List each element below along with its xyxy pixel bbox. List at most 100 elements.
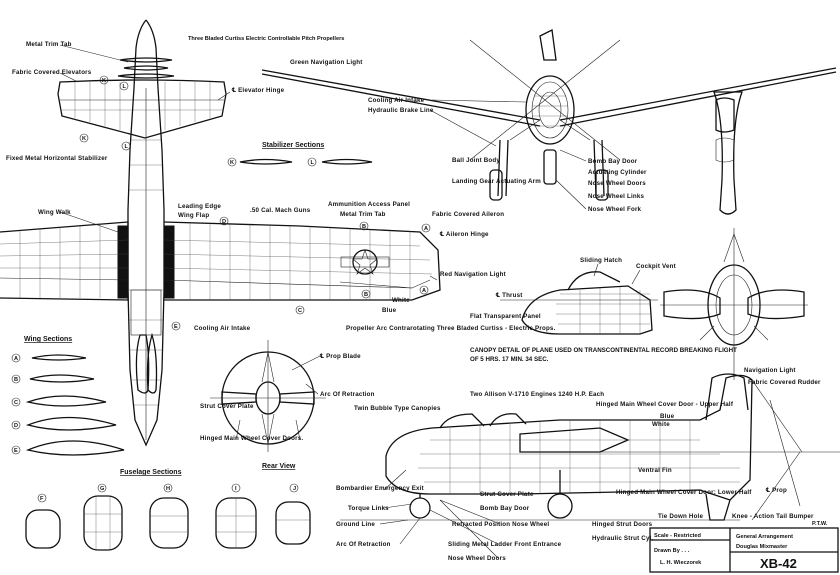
label-prop-arc: Propeller Arc Contrarotating Three Blade… — [346, 325, 556, 332]
title-initials: P.T.W. — [812, 521, 828, 527]
label-aileron-hinge: ℄ Aileron Hinge — [439, 231, 489, 238]
label-elevator-hinge: ℄ Elevator Hinge — [231, 87, 285, 94]
label-allison: Two Allison V-1710 Engines 1240 H.P. Eac… — [470, 391, 604, 398]
fuselage-section-i: I — [215, 483, 257, 549]
wing-key-c: C — [14, 400, 18, 406]
canopy-detail-caption-box: Canopy Detail Of Plane Used On Transcont… — [470, 347, 737, 363]
stabilizer-sections-title: Stabilizer Sections — [262, 142, 324, 149]
callout-l-lower: L — [125, 144, 129, 150]
label-white: White — [392, 297, 410, 304]
fus-key-f: F — [40, 496, 44, 502]
label-retracted-position: Retracted Position Nose Wheel — [452, 521, 549, 528]
label-torque-links: Torque Links — [348, 505, 389, 512]
label-ventral-fin: Ventral Fin — [638, 467, 672, 474]
label-hydraulic-brake: Hydraulic Brake Line — [368, 107, 434, 114]
label-arc-retraction-side: Arc Of Retraction — [336, 541, 391, 548]
fuselage-section-j: J — [275, 483, 311, 545]
label-knee-action: Knee - Action Tail Bumper — [732, 513, 814, 520]
label-metal-trim-tab-top: Metal Trim Tab — [26, 41, 72, 48]
label-props-top-text: Three Bladed Curtiss Electric Controllab… — [188, 36, 344, 42]
fuselage-section-f: F — [25, 493, 61, 549]
wing-key-a: A — [14, 356, 18, 362]
label-leading-edge: Leading Edge — [178, 203, 221, 210]
label-landing-gear-arm: Landing Gear Actuating Arm — [452, 178, 541, 185]
fuselage-sections: Fuselage Sections F G H I J — [25, 469, 311, 551]
label-prop-blade: ℄ Prop Blade — [319, 353, 361, 360]
label-cockpit-vent: Cockpit Vent — [636, 263, 676, 270]
label-strut-cover-rear: Strut Cover Plate — [200, 403, 254, 410]
fuselage-sections-title: Fuselage Sections — [120, 469, 182, 476]
label-white-side: White — [652, 421, 670, 428]
callout-a-plan: A — [424, 226, 428, 232]
label-cooling-intake-plan: Cooling Air Intake — [194, 325, 251, 332]
wing-key-b: B — [14, 377, 18, 383]
label-prop-side: ℄ Prop — [765, 487, 787, 494]
front-cowl-view — [660, 228, 808, 380]
label-wing-flap: Wing Flap — [178, 212, 209, 219]
fus-key-i: I — [235, 486, 237, 492]
label-arc-rotation-rear: Arc Of Retraction — [320, 391, 375, 398]
callout-b-tip: B — [364, 292, 368, 298]
label-ammo-panel: Ammunition Access Panel — [328, 201, 410, 208]
callout-e-plan: E — [174, 324, 178, 330]
label-fabric-rudder: Fabric Covered Rudder — [748, 379, 821, 386]
canopy-detail: Sliding Hatch Cockpit Vent ℄ Thrust Flat… — [470, 257, 737, 363]
label-hydraulic-strut: Hydraulic Strut Cyl. — [592, 535, 653, 542]
title-model: XB-42 — [760, 556, 797, 571]
callout-k-plan: K — [102, 78, 106, 84]
label-hinged-upper: Hinged Main Wheel Cover Door - Upper Hal… — [596, 401, 734, 408]
fuselage-section-g: G — [83, 483, 123, 551]
label-flat-panel: Flat Transparent Panel — [470, 313, 541, 320]
callout-d-plan: D — [222, 219, 226, 225]
label-ground-line: Ground Line — [336, 521, 375, 528]
front-view-labels: Green Navigation Light Cooling Air Intak… — [290, 59, 647, 213]
label-ball-joint: Ball Joint Body — [452, 157, 500, 164]
title-general: General Arrangement — [736, 534, 793, 540]
label-tie-down: Tie Down Hole — [658, 513, 703, 520]
stab-key-l: L — [311, 160, 315, 166]
label-nose-wheel-doors-side: Nose Wheel Doors — [448, 555, 506, 562]
front-view — [261, 29, 837, 201]
title-drawer: L. H. Wieczorek — [660, 560, 702, 566]
label-twin-bubble: Twin Bubble Type Canopies — [354, 405, 441, 412]
title-scale: Scale - Restricted — [654, 533, 702, 539]
label-blue: Blue — [382, 307, 397, 314]
side-view — [340, 373, 840, 521]
label-thrust: ℄ Thrust — [495, 292, 523, 299]
title-block: Scale - Restricted Drawn By . . . L. H. … — [649, 521, 839, 573]
wing-sections-title: Wing Sections — [24, 336, 72, 343]
callout-k-lower: K — [82, 136, 86, 142]
plan-view-labels: Metal Trim Tab Three Bladed Curtiss Elec… — [6, 36, 506, 332]
fus-key-g: G — [100, 486, 104, 492]
label-hinged-main-wheel-rear: Hinged Main Wheel Cover Doors. — [200, 435, 303, 442]
label-mach-guns: .50 Cal. Mach Guns — [250, 207, 311, 214]
wing-sections: Wing Sections A B C D E — [11, 336, 125, 456]
fus-key-j: J — [293, 486, 296, 492]
label-bomb-bay-door: Bomb Bay Door — [588, 158, 638, 165]
rear-view-title: Rear View — [262, 463, 296, 470]
label-blue-side: Blue — [660, 413, 675, 420]
rear-view: Propeller Arc Contrarotating Three Blade… — [200, 325, 556, 470]
canopy-plan-view — [713, 91, 743, 215]
side-view-labels: Navigation Light Fabric Covered Rudder T… — [336, 367, 821, 562]
callout-c-plan: C — [298, 308, 302, 314]
label-fixed-stabilizer: Fixed Metal Horizontal Stabilizer — [6, 155, 108, 162]
label-actuating-cylinder: Actuating Cylinder — [588, 169, 647, 176]
callout-l-plan: L — [123, 84, 127, 90]
label-canopy-detail: Canopy Detail Of Plane Used On Transcont… — [470, 347, 737, 363]
title-maker: Douglas Mixmaster — [736, 544, 788, 550]
label-metal-trim-tab-wing: Metal Trim Tab — [340, 211, 386, 218]
label-hinged-lower: Hinged Main Wheel Cover Door: Lower Half — [616, 489, 752, 496]
label-nose-wheel-links: Nose Wheel Links — [588, 193, 645, 200]
plan-view — [0, 19, 441, 447]
label-green-nav-light: Green Navigation Light — [290, 59, 362, 66]
stabilizer-sections: Stabilizer Sections K L — [227, 142, 373, 167]
label-red-nav-light: Red Navigation Light — [440, 271, 506, 278]
label-fabric-elevators: Fabric Covered Elevators — [12, 69, 92, 76]
label-bomb-bay-side: Bomb Bay Door — [480, 505, 530, 512]
wing-key-e: E — [14, 448, 18, 454]
plan-callouts: K L K L D B A C E A B — [79, 75, 431, 331]
stab-key-k: K — [230, 160, 234, 166]
label-nav-light-side: Navigation Light — [744, 367, 796, 374]
label-wing-walk: Wing Walk — [38, 209, 71, 216]
